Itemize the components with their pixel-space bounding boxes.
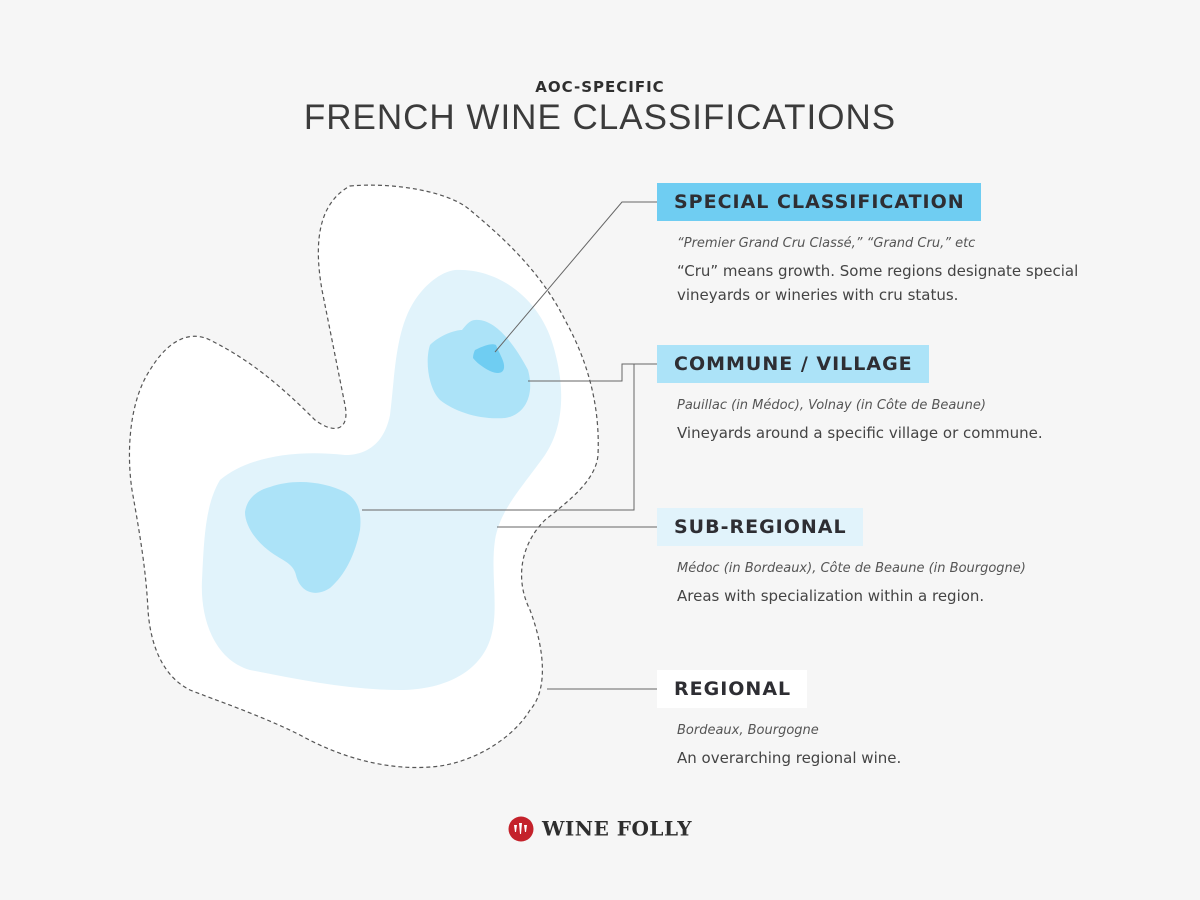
brand-name: WINE FOLLY (541, 816, 693, 841)
tier-description: Vineyards around a specific village or c… (677, 424, 1043, 442)
tier-examples: “Premier Grand Cru Classé,” “Grand Cru,”… (677, 236, 976, 251)
leader-lines (362, 201, 657, 690)
tier-examples: Pauillac (in Médoc), Volnay (in Côte de … (677, 398, 986, 413)
tier-sub-regional: SUB-REGIONAL Médoc (in Bordeaux), Côte d… (657, 508, 1177, 608)
leader-line-special (494, 201, 657, 353)
special-classification-area (473, 344, 505, 373)
tier-special-classification: SPECIAL CLASSIFICATION “Premier Grand Cr… (657, 183, 1177, 307)
tier-description: An overarching regional wine. (677, 749, 902, 767)
tier-badge: REGIONAL (657, 670, 808, 708)
wine-folly-logo-icon (508, 816, 534, 841)
tier-description: “Cru” means growth. Some regions designa… (677, 262, 1079, 304)
tier-examples: Bordeaux, Bourgogne (677, 723, 819, 738)
diagram-kicker: AOC-SPECIFIC (535, 78, 665, 96)
tier-examples: Médoc (in Bordeaux), Côte de Beaune (in … (677, 561, 1026, 576)
tier-regional: REGIONAL Bordeaux, Bourgogne An overarch… (657, 670, 1177, 770)
leader-line-commune-south (362, 363, 657, 511)
commune-area-south (245, 481, 361, 593)
tier-badge: COMMUNE / VILLAGE (657, 345, 929, 383)
commune-area-north (427, 319, 531, 419)
diagram-title: FRENCH WINE CLASSIFICATIONS (303, 98, 897, 137)
tier-description: Areas with specialization within a regio… (677, 587, 985, 605)
brand-footer: WINE FOLLY (0, 815, 1200, 842)
tier-commune-village: COMMUNE / VILLAGE Pauillac (in Médoc), V… (657, 345, 1177, 445)
tier-badge: SPECIAL CLASSIFICATION (657, 183, 981, 221)
tier-badge: SUB-REGIONAL (657, 508, 863, 546)
